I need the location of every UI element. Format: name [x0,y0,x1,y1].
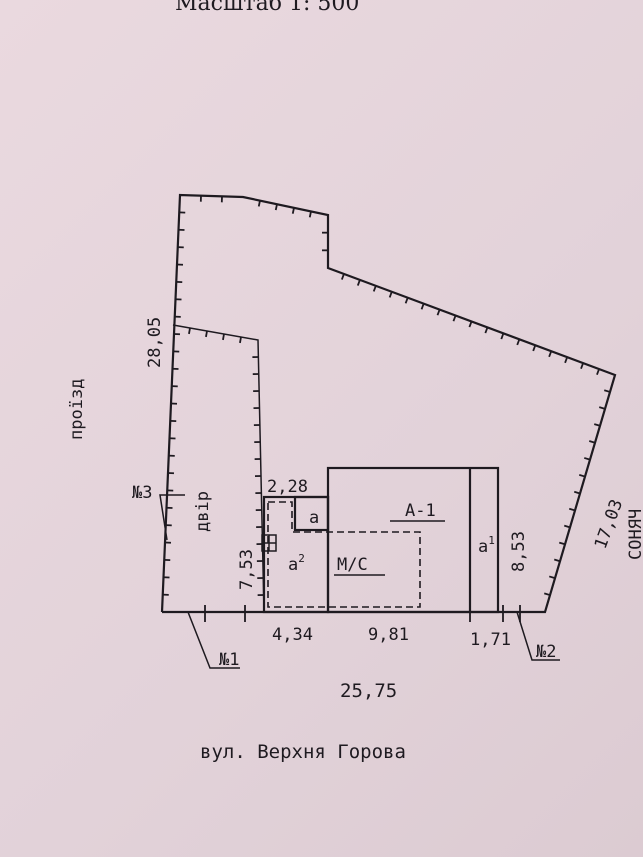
side-street-label: проїзд [67,379,87,440]
scale-label: Масштаб 1: 500 [175,0,359,16]
west-dimension: 28,05 [145,317,165,368]
boundary-tick [222,333,225,341]
boundary-tick [291,207,295,214]
boundary-tick [274,204,278,211]
marker-n2: №2 [536,642,556,662]
boundary-tick [188,327,191,335]
annex-a2 [262,495,330,614]
annex-a2-label: а2 [288,552,305,575]
boundary-tick [388,291,393,298]
boundary-tick [257,200,261,207]
boundary-tick [205,330,208,338]
boundary-tick [580,362,584,370]
plot-boundary [160,193,617,614]
cellar-label: М/С [337,555,368,575]
boundary-tick [558,541,566,546]
boundary-tick [548,350,553,358]
boundary-ticks [162,195,611,597]
annex-a1-label: а1 [478,534,495,557]
boundary-tick [420,303,425,310]
south-east-dimension: 17,03 [591,497,627,552]
boundary-tick [578,474,586,478]
boundary-tick [588,440,596,444]
boundary-tick [341,273,345,280]
marker-n1: №1 [219,650,239,670]
boundary-tick [239,336,242,344]
boundary-tick [356,279,361,286]
boundary-tick [372,285,377,292]
street-label: вул. Верхня Горова [200,741,406,763]
annex-a-label: а [309,508,319,528]
boundary-tick [573,490,581,495]
annex-height-dimension: 7,53 [237,549,257,590]
boundary-tick [548,575,556,580]
building-a1-label: А-1 [405,501,436,521]
boundary-tick [568,507,576,512]
boundary-tick [308,211,312,218]
building-height-dimension: 8,53 [509,531,529,572]
bottom-dimension-2: 9,81 [368,625,409,645]
bottom-dimension-1: 4,34 [272,625,313,645]
boundary-tick [500,333,505,340]
boundary-tick [532,344,537,352]
marker-n1-leader [187,611,240,669]
boundary-tick [583,457,591,461]
boundary-tick [563,524,571,529]
boundary-tick [553,558,561,563]
yard-label: двір [193,491,213,532]
boundary-tick [603,389,611,393]
boundary-tick [543,592,551,596]
boundary-tick [564,356,569,364]
marker-n2-leader [516,611,560,661]
boundary-tick [598,406,606,410]
bottom-dimension-3: 1,71 [470,630,511,650]
boundary-tick [404,297,409,304]
building-a1 [326,466,500,614]
boundary-tick [468,321,473,328]
boundary-tick [436,309,441,316]
boundary-tick [593,423,601,427]
cellar-outline [267,501,421,608]
edge-text: СОНЯЧ [626,509,643,560]
boundary-tick [484,327,489,334]
marker-n3-leader [159,494,185,541]
small-width-dimension: 2,28 [267,477,308,497]
boundary-tick [516,339,521,346]
marker-n3: №3 [132,483,152,503]
boundary-tick [596,368,600,375]
total-width: 25,75 [340,680,397,702]
boundary-tick [452,315,457,322]
yard-boundary [172,324,265,613]
